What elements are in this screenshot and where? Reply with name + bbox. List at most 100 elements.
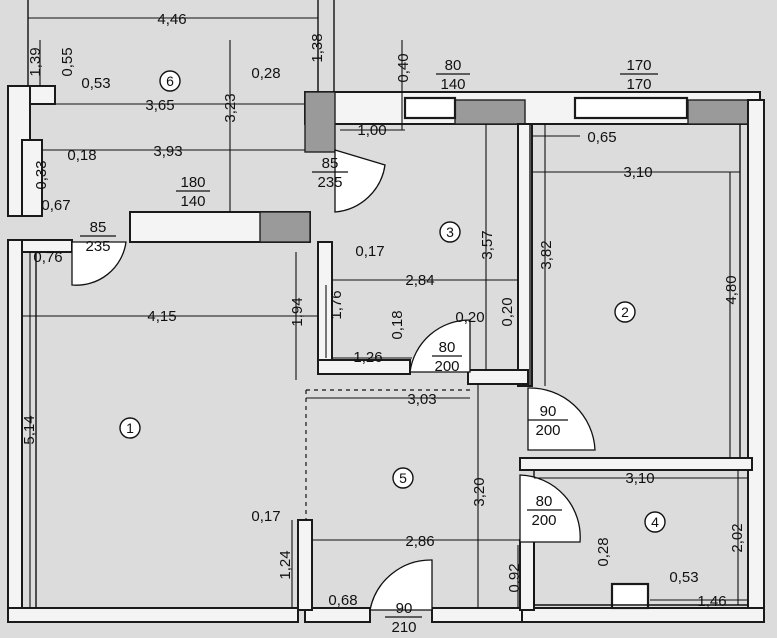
wall-room6-stub — [29, 85, 56, 105]
dim-053-top: 0,53 — [81, 75, 110, 92]
doors — [71, 149, 596, 611]
room-number-4: 4 — [651, 514, 659, 530]
room-circle-1 — [119, 417, 141, 439]
wall-room3-room2 — [517, 123, 533, 387]
dim-320: 3,20 — [471, 477, 488, 506]
door-85-235-top-label-top: 85 — [322, 155, 339, 172]
dim-028-top: 0,28 — [251, 65, 280, 82]
room-circle-4 — [644, 511, 666, 533]
window-180-140-bottom: 140 — [180, 193, 205, 210]
room-circle-2 — [614, 301, 636, 323]
dim-067: 0,67 — [41, 197, 70, 214]
dim-065: 0,65 — [587, 129, 616, 146]
dim-202: 2,02 — [729, 523, 746, 552]
dim-028-low: 0,28 — [595, 537, 612, 566]
door-90-210-label-bottom: 210 — [391, 619, 416, 636]
room-number-3: 3 — [446, 224, 454, 240]
door-90-200-label-top: 90 — [540, 403, 557, 420]
window-180-140-top: 180 — [180, 174, 205, 191]
wall-left-outer — [7, 239, 23, 619]
dim-393: 3,93 — [153, 143, 182, 160]
hatched-block-top-right — [687, 99, 754, 125]
shaft-room4 — [610, 582, 650, 610]
door-85-235-top — [334, 149, 386, 213]
wall-room3-bottom-right — [467, 369, 529, 385]
hatched-block-top — [454, 99, 526, 125]
door-80-200-room4-label-bottom: 200 — [531, 512, 556, 529]
wall-room3-bottom-left — [317, 359, 411, 375]
dim-514: 5,14 — [21, 415, 38, 444]
walls — [7, 0, 765, 623]
dim-310-top: 3,10 — [623, 164, 652, 181]
dim-076: 0,76 — [33, 249, 62, 266]
room-circle-3 — [439, 221, 461, 243]
dim-100: 1,00 — [357, 122, 386, 139]
wall-bottom-mid-left — [304, 607, 371, 623]
dim-357: 3,57 — [479, 230, 496, 259]
door-85-235-left-label-top: 85 — [90, 219, 107, 236]
dim-092: 0,92 — [506, 563, 523, 592]
door-80-200-room4 — [519, 474, 581, 543]
dimension-lines — [22, 17, 748, 608]
opening-labels: 80 140 170 170 180 140 85 235 85 235 80 … — [85, 57, 651, 636]
dim-310-low: 3,10 — [625, 470, 654, 487]
dim-138: 1,38 — [309, 33, 326, 62]
dim-018-left: 0,18 — [67, 147, 96, 164]
room-number-6: 6 — [166, 73, 174, 89]
wall-right-outer — [747, 99, 765, 621]
window-80-140-top: 80 — [445, 57, 462, 74]
room-markers: 1 2 3 4 5 6 — [119, 70, 666, 533]
door-90-210-label-top: 90 — [396, 600, 413, 617]
dim-053-low: 0,53 — [669, 569, 698, 586]
dim-284: 2,84 — [405, 272, 434, 289]
wall-room6-inner — [21, 139, 43, 217]
dim-480: 4,80 — [723, 275, 740, 304]
window-80-140 — [403, 96, 457, 120]
dim-146: 1,46 — [697, 593, 726, 610]
hatched-column-mid — [259, 211, 311, 243]
wall-room4-top — [519, 457, 753, 471]
dim-068: 0,68 — [328, 592, 357, 609]
door-85-235-top-label-bottom: 235 — [317, 174, 342, 191]
door-80-200-bath-label-bottom: 200 — [434, 358, 459, 375]
room-number-2: 2 — [621, 304, 629, 320]
wall-bottom-right — [519, 607, 765, 623]
door-80-200-room4-label-top: 80 — [536, 493, 553, 510]
opening-fraction-lines — [80, 73, 658, 618]
window-170-170 — [573, 96, 689, 120]
room-number-1: 1 — [126, 420, 134, 436]
dim-446: 4,46 — [157, 11, 186, 28]
dim-365: 3,65 — [145, 97, 174, 114]
wall-room5-left — [297, 519, 313, 611]
dim-382: 3,82 — [538, 240, 555, 269]
door-85-235-left-label-bottom: 235 — [85, 238, 110, 255]
window-170-170-top: 170 — [626, 57, 651, 74]
dim-033: 0,33 — [33, 160, 50, 189]
door-90-210 — [369, 559, 433, 611]
dim-055: 0,55 — [59, 47, 76, 76]
door-80-200-bath-label-top: 80 — [439, 339, 456, 356]
door-85-235-left — [71, 241, 127, 286]
room-circle-5 — [392, 467, 414, 489]
dim-020-b: 0,20 — [499, 297, 516, 326]
dim-126: 1,26 — [353, 349, 382, 366]
dim-017-low: 0,17 — [251, 508, 280, 525]
dim-176: 1,76 — [328, 290, 345, 319]
door-90-200-label-bottom: 200 — [535, 422, 560, 439]
dim-303: 3,03 — [407, 391, 436, 408]
dim-286: 2,86 — [405, 533, 434, 550]
dim-018-mid: 0,18 — [389, 310, 406, 339]
wall-bottom-mid-right — [431, 607, 523, 623]
dim-124: 1,24 — [277, 550, 294, 579]
wall-bottom-room1 — [7, 607, 299, 623]
dim-020-a: 0,20 — [455, 309, 484, 326]
room-number-5: 5 — [399, 470, 407, 486]
dimension-labels: 4,46 1,39 0,55 0,53 3,65 3,23 0,28 1,38 … — [21, 11, 746, 610]
dim-323: 3,23 — [222, 93, 239, 122]
hatched-column-top — [304, 91, 336, 153]
room-circle-6 — [159, 70, 181, 92]
door-90-200 — [527, 387, 596, 451]
window-80-140-bottom: 140 — [440, 76, 465, 93]
